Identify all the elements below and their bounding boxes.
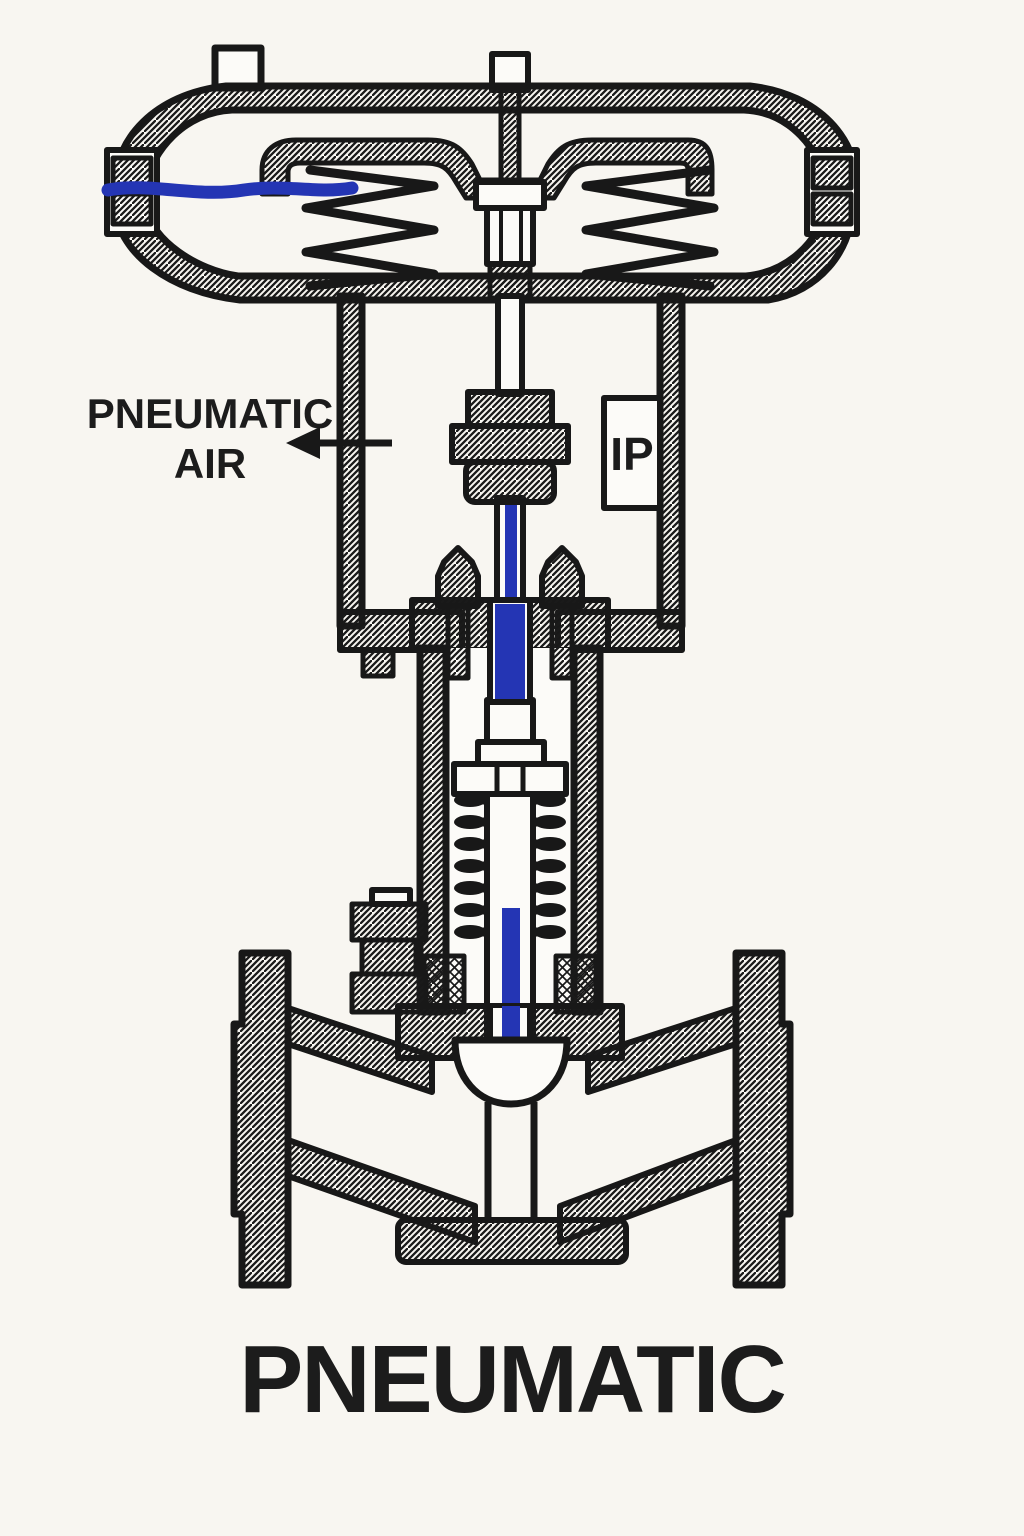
diaphragm-actuator: [101, 44, 860, 304]
air-flow-arrow: [286, 427, 392, 459]
stem-bushing: [487, 261, 533, 301]
stem-overlay-blue: [502, 1006, 520, 1042]
body-wall-upper-left: [285, 1005, 435, 1095]
arrowhead-icon: [286, 427, 320, 459]
body-bottom-wall: [395, 1217, 629, 1265]
bonnet-flange-bolt: [349, 887, 429, 1015]
bonnet-stud-right: [539, 545, 585, 681]
pipe-flange-right: [732, 949, 794, 1289]
actuator-spring-right: [581, 165, 719, 291]
stem-upper-blue: [505, 500, 517, 602]
yoke: [336, 292, 686, 679]
pipe-flange-left: [230, 949, 292, 1289]
bonnet: [349, 293, 611, 1045]
vent-port: [211, 44, 265, 92]
yoke-base-tab: [360, 647, 396, 679]
bonnet-wall-right: [570, 644, 604, 1016]
body-wall-upper-right: [585, 1005, 739, 1095]
bonnet-wall-left: [416, 644, 450, 1016]
gland-flange: [451, 739, 569, 797]
ip-label: IP: [610, 428, 653, 480]
stem-block-blue: [495, 604, 525, 699]
air-supply-line: [101, 181, 359, 199]
pneumatic-air-label: PNEUMATIC AIR: [87, 390, 334, 487]
adjusting-screw-shaft: [498, 85, 522, 185]
yoke-column-left: [336, 292, 366, 630]
diagram-caption: PNEUMATIC: [239, 1326, 785, 1433]
actuator-stem: [495, 293, 525, 397]
ip-converter-box: IP: [601, 395, 663, 511]
spring-seat-block: [484, 205, 536, 267]
diaphragm-plate: [473, 179, 547, 211]
diaphragm: [259, 137, 715, 201]
valve-body: [230, 949, 794, 1289]
air-label-line2: AIR: [174, 440, 246, 487]
bonnet-stud-left: [435, 545, 481, 681]
air-label-line1: PNEUMATIC: [87, 390, 334, 437]
yoke-column-right: [656, 292, 686, 630]
actuator-spring-left: [301, 165, 439, 291]
valve-plug: [451, 1036, 571, 1108]
stem-connector: [449, 389, 571, 505]
case-flange-bolt-right: [804, 147, 860, 237]
